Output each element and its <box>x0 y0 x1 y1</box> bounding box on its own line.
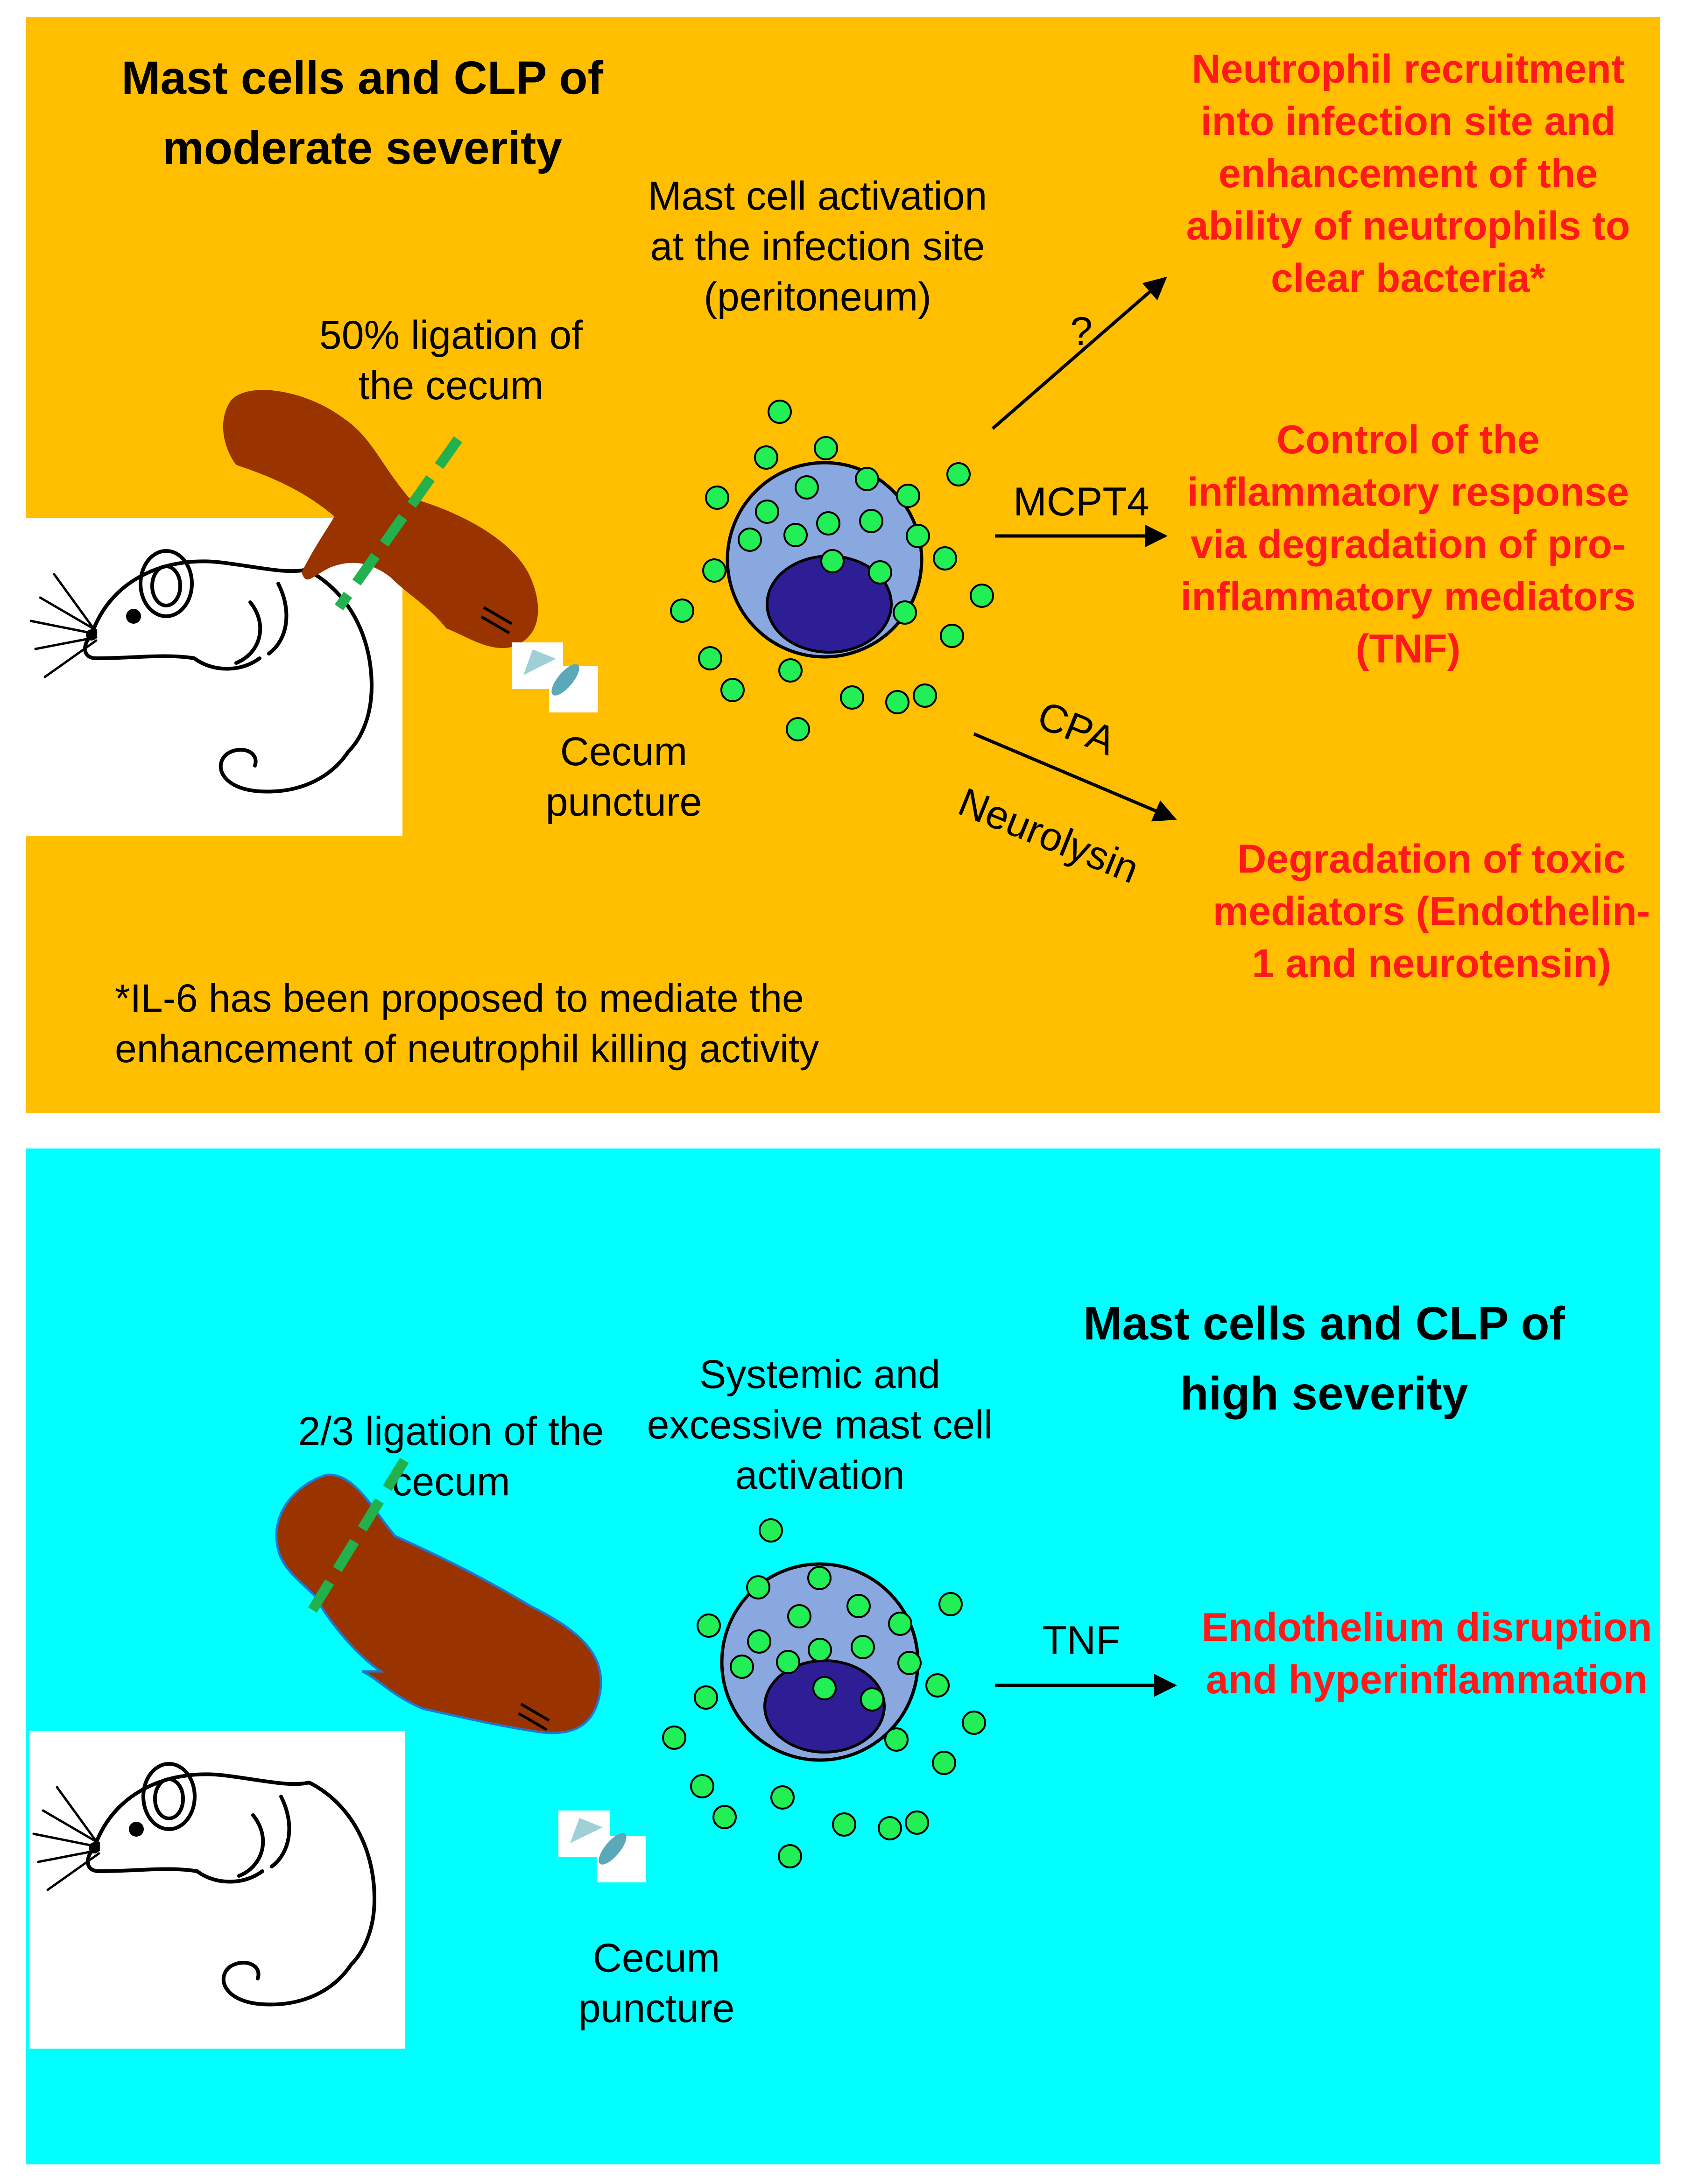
ligation-line <box>335 436 462 611</box>
cecum-shape <box>275 1473 602 1734</box>
moderate-diagram <box>223 276 1177 822</box>
arrow-unknown <box>991 276 1167 430</box>
high-ligation-label: 2/3 ligation of the cecum <box>298 1409 604 1504</box>
mouse-drawing <box>32 1762 376 2007</box>
moderate-severity-panel: Mast cells and CLP of moderate severity … <box>26 17 1660 1113</box>
mouse-drawing <box>29 549 374 794</box>
outcome-inflammation-control: Control of the inflammatory response via… <box>1180 417 1636 671</box>
cecum-shape <box>223 390 538 648</box>
needle-icon <box>512 642 598 712</box>
arrow-mcpt4-label: MCPT4 <box>1013 479 1149 524</box>
high-mast-cell-label: Systemic and excessive mast cell activat… <box>647 1352 993 1498</box>
moderate-ligation-label: 50% ligation of the cecum <box>319 313 583 408</box>
outcome-toxic-degradation: Degradation of toxic mediators (Endothel… <box>1213 837 1650 986</box>
moderate-footnote: *IL-6 has been proposed to mediate the e… <box>115 976 819 1071</box>
arrow-tnf-label: TNF <box>1042 1618 1121 1663</box>
mouse-illustration <box>26 518 402 836</box>
high-title: Mast cells and CLP of high severity <box>1083 1297 1565 1420</box>
moderate-puncture-label: Cecum puncture <box>545 729 702 824</box>
arrow-cpa <box>973 732 1177 822</box>
high-diagram <box>275 1458 1177 1882</box>
high-puncture-label: Cecum puncture <box>578 1936 735 2031</box>
moderate-mast-cell-label: Mast cell activation at the infection si… <box>648 174 987 319</box>
granule-dots <box>670 400 994 741</box>
outcome-endothelium: Endothelium disruption and hyperinflamma… <box>1201 1605 1652 1702</box>
ligation-line <box>302 1458 409 1623</box>
outcome-neutrophil-recruitment: Neutrophil recruitment into infection si… <box>1186 47 1630 301</box>
arrows <box>973 276 1177 822</box>
needle-icon <box>558 1811 646 1882</box>
puncture-marks <box>518 1703 550 1731</box>
high-severity-panel: Mast cells and CLP of high severity 2/3 … <box>26 1148 1660 2164</box>
granule-dots <box>662 1518 986 1868</box>
puncture-marks <box>480 606 513 634</box>
mouse-illustration <box>29 1731 405 2049</box>
moderate-title: Mast cells and CLP of moderate severity <box>121 52 603 174</box>
